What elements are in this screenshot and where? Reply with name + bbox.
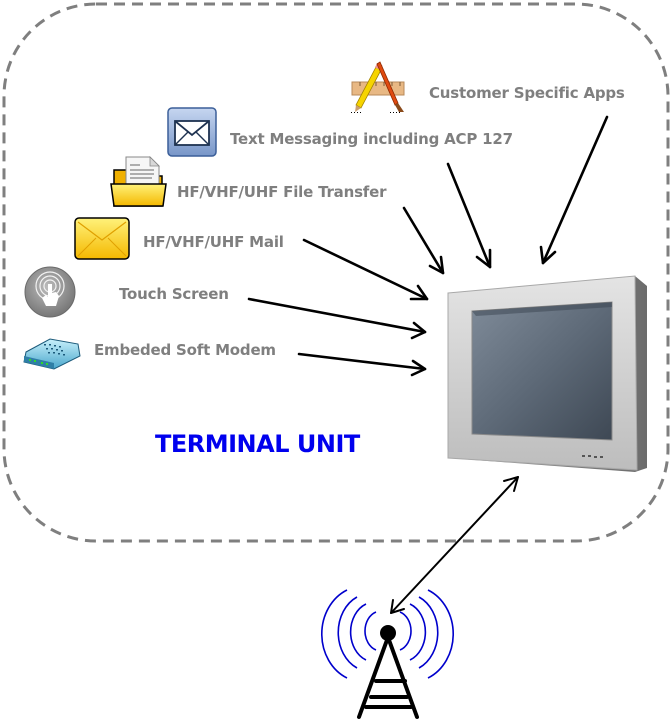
monitor-icon (447, 275, 647, 472)
arrow-customer-apps (539, 115, 609, 265)
arrow-mail (302, 238, 429, 301)
label-mail: HF/VHF/UHF Mail (143, 233, 284, 251)
terminal-unit-title: TERMINAL UNIT (155, 430, 360, 458)
label-text-messaging: Text Messaging including ACP 127 (230, 130, 513, 148)
envelope-icon (167, 107, 217, 157)
folder-document-icon (110, 156, 167, 207)
arrow-file-transfer (402, 206, 445, 275)
label-soft-modem: Embeded Soft Modem (94, 341, 276, 359)
label-file-transfer: HF/VHF/UHF File Transfer (177, 183, 387, 201)
app-tools-icon (351, 61, 405, 113)
label-customer-specific-apps: Customer Specific Apps (429, 84, 625, 102)
arrow-antenna-terminal (390, 476, 519, 614)
arrow-soft-modem (297, 352, 427, 377)
mail-icon (74, 217, 130, 260)
touch-icon (24, 266, 76, 318)
arrow-text-messaging (446, 162, 492, 269)
terminal-boundary (2, 2, 670, 543)
radio-tower-icon (320, 589, 455, 719)
label-touch-screen: Touch Screen (119, 285, 229, 303)
arrow-touch-screen (247, 297, 427, 340)
modem-icon (23, 338, 81, 370)
